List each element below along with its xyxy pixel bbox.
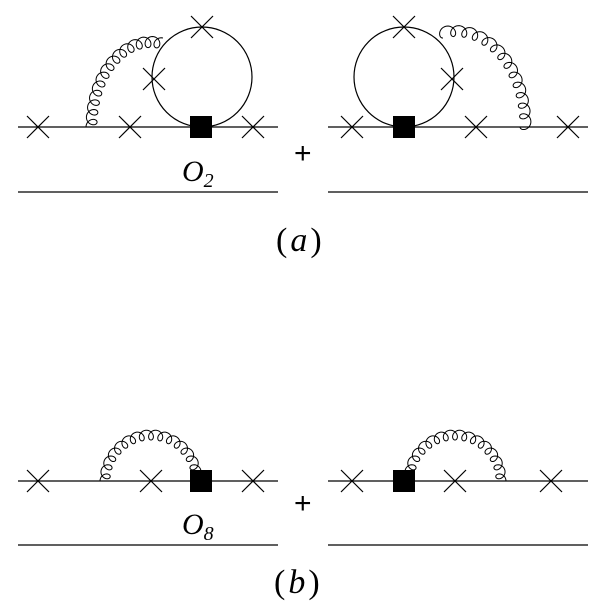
operator-vertex [190, 116, 212, 138]
operator-label: O8 [182, 508, 214, 545]
gluon-line [439, 25, 532, 131]
operator-vertex [190, 470, 212, 492]
quark-loop [151, 26, 253, 128]
panel-b: O8 + (b) [18, 429, 588, 601]
cross-mark [190, 15, 214, 39]
operator-vertex [393, 116, 415, 138]
plus-sign: + [294, 487, 312, 520]
gluon-line [99, 429, 203, 482]
cross-mark [556, 115, 580, 139]
diagram-b-left: O8 [18, 429, 278, 546]
quark-loop [353, 26, 455, 128]
cross-mark [464, 115, 488, 139]
cross-mark [440, 67, 464, 91]
operator-vertex [393, 470, 415, 492]
plus-sign: + [294, 137, 312, 170]
diagram-a-right [328, 15, 588, 193]
cross-mark [392, 15, 416, 39]
cross-mark [118, 115, 142, 139]
cross-mark [142, 67, 166, 91]
cross-mark [340, 469, 364, 493]
cross-mark [443, 469, 467, 493]
operator-label: O2 [182, 155, 214, 192]
cross-mark [139, 469, 163, 493]
cross-mark [241, 115, 265, 139]
cross-mark [241, 469, 265, 493]
cross-mark [340, 115, 364, 139]
panel-a: O2 + [18, 15, 588, 259]
diagram-a-left: O2 [18, 15, 278, 193]
gluon-line [403, 429, 507, 482]
cross-mark [539, 469, 563, 493]
panel-caption: (a) [276, 222, 322, 259]
diagram-b-right [328, 429, 588, 546]
gluon-line [85, 36, 164, 128]
panel-caption: (b) [274, 564, 320, 601]
cross-mark [26, 115, 50, 139]
cross-mark [26, 469, 50, 493]
